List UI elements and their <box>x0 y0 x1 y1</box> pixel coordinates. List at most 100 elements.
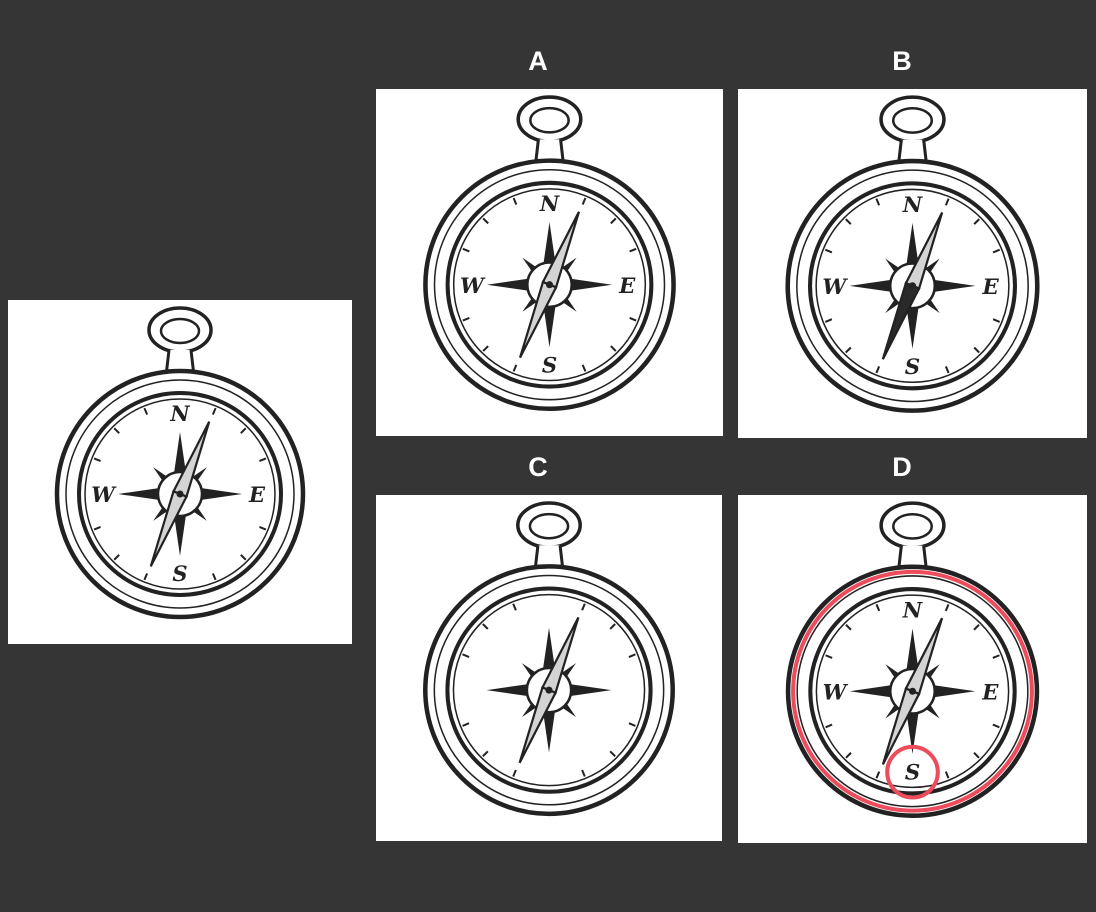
reference-image-panel: N E S W <box>8 300 352 644</box>
option-c-panel[interactable] <box>376 495 722 841</box>
cardinal-s: S <box>905 355 920 380</box>
compass-dial-edge <box>452 188 647 382</box>
compass-loop-inner <box>528 512 570 540</box>
tick-mark <box>259 457 267 463</box>
cardinal-w: W <box>91 482 117 507</box>
tick-mark <box>824 318 833 323</box>
compass-case-line <box>433 168 666 401</box>
tick-mark <box>581 364 587 372</box>
cardinal-w: W <box>823 680 849 705</box>
compass-loop <box>516 501 582 550</box>
compass-loop-inner <box>892 512 933 540</box>
tick-mark <box>211 573 217 581</box>
tick-mark <box>462 247 470 253</box>
compass-ticks <box>93 407 267 581</box>
option-b-compass: N E S W <box>785 95 1040 413</box>
tick-mark <box>93 525 101 531</box>
cardinal-w: W <box>460 273 486 298</box>
compass-case-line <box>796 575 1029 808</box>
tick-mark <box>629 316 637 322</box>
tick-mark <box>581 603 586 611</box>
reference-compass: N E S W <box>54 306 306 620</box>
needle-pivot <box>545 686 553 694</box>
tick-mark <box>113 427 120 434</box>
tick-mark <box>581 197 587 205</box>
tick-mark <box>512 603 517 611</box>
compass-bezel <box>77 391 283 597</box>
compass-case-line <box>433 574 665 806</box>
tick-mark <box>512 197 518 205</box>
compass-loop <box>147 306 213 354</box>
needle-pivot <box>176 490 184 498</box>
option-c-label: C <box>528 452 548 482</box>
cardinal-w: W <box>822 275 848 300</box>
tick-mark <box>240 427 247 434</box>
cardinal-e: E <box>982 275 1000 300</box>
tick-mark <box>875 366 881 374</box>
tick-mark <box>992 248 1001 254</box>
tick-mark <box>113 554 120 561</box>
tick-mark <box>628 653 636 658</box>
tick-mark <box>609 750 616 757</box>
option-b-panel[interactable]: N E S W <box>738 89 1087 438</box>
tick-mark <box>825 654 833 659</box>
tick-mark <box>944 366 950 374</box>
tick-mark <box>845 624 852 631</box>
compass-ticks <box>824 198 1001 374</box>
tick-mark <box>462 722 470 727</box>
highlight-ring <box>791 569 1034 813</box>
cardinal-n: N <box>902 598 924 623</box>
compass-loop <box>879 501 946 550</box>
tick-mark <box>143 573 149 581</box>
tick-mark <box>240 554 247 561</box>
tick-mark <box>610 217 617 225</box>
tick-mark <box>462 653 470 658</box>
cardinal-n: N <box>902 193 924 218</box>
compass-dial-edge <box>815 188 1010 383</box>
tick-mark <box>992 723 1000 729</box>
tick-mark <box>992 318 1001 323</box>
tick-mark <box>259 525 267 531</box>
tick-mark <box>825 723 833 729</box>
compass-case-line <box>65 379 295 609</box>
tick-mark <box>610 345 617 352</box>
tick-mark <box>581 769 586 777</box>
compass-loop <box>879 95 946 144</box>
tick-mark <box>944 603 950 612</box>
tick-mark <box>609 623 616 630</box>
tick-mark <box>143 407 149 415</box>
compass-loop-inner <box>159 317 201 345</box>
tick-mark <box>944 198 950 206</box>
tick-mark <box>973 752 980 759</box>
highlight-circle <box>885 744 940 800</box>
cardinal-n: N <box>169 401 190 426</box>
tick-mark <box>875 603 881 612</box>
tick-mark <box>973 346 980 354</box>
cardinal-s: S <box>542 352 557 377</box>
tick-mark <box>845 752 852 759</box>
compass-ticks <box>462 197 637 372</box>
compass-loop-inner <box>529 106 570 134</box>
tick-mark <box>944 771 950 779</box>
tick-mark <box>628 722 636 727</box>
cardinal-s: S <box>172 561 187 586</box>
compass-bezel <box>445 586 653 794</box>
tick-mark <box>973 218 980 225</box>
tick-mark <box>629 247 637 253</box>
compass-bezel <box>808 587 1017 796</box>
tick-mark <box>512 364 518 372</box>
tick-mark <box>992 654 1000 659</box>
option-d-label: D <box>892 452 912 482</box>
compass-dial-edge <box>452 593 646 787</box>
tick-mark <box>482 217 489 225</box>
compass-loop-inner <box>891 107 934 134</box>
cardinal-e: E <box>248 482 266 507</box>
compass-loop <box>516 95 583 144</box>
cardinal-e: E <box>981 680 999 705</box>
needle-pivot <box>545 281 554 289</box>
tick-mark <box>482 623 489 630</box>
